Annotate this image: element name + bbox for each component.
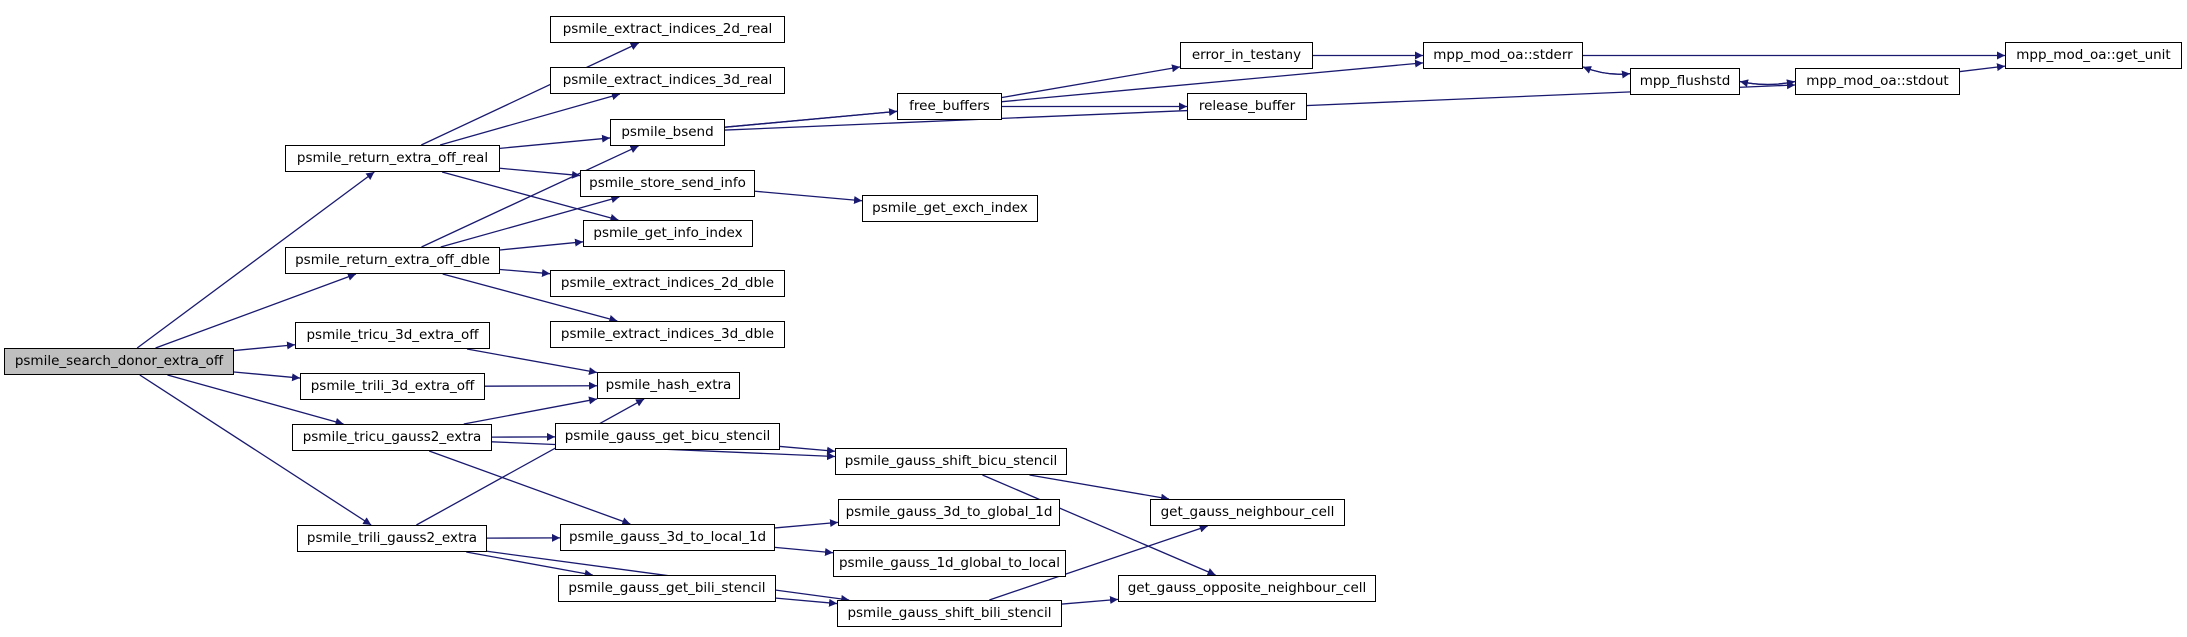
node-psmile-get-info-index[interactable]: psmile_get_info_index — [583, 220, 753, 247]
node-label: psmile_return_extra_off_real — [296, 149, 489, 166]
edge-shift_bili-to-opp_neigh — [1061, 596, 1119, 605]
node-psmile-gauss-shift-bili-stencil[interactable]: psmile_gauss_shift_bili_stencil — [837, 600, 1062, 627]
node-psmile-extract-indices-2d-real[interactable]: psmile_extract_indices_2d_real — [550, 16, 785, 43]
node-label: psmile_return_extra_off_dble — [295, 251, 490, 268]
node-label: psmile_extract_indices_3d_dble — [560, 325, 775, 342]
node-label: psmile_trili_gauss2_extra — [306, 529, 478, 546]
node-psmile-gauss-get-bicu-stencil[interactable]: psmile_gauss_get_bicu_stencil — [555, 423, 780, 450]
node-label: psmile_extract_indices_3d_real — [562, 71, 773, 88]
node-psmile-gauss-shift-bicu-stencil[interactable]: psmile_gauss_shift_bicu_stencil — [835, 448, 1067, 475]
edge-search_donor-to-return_dble — [155, 273, 357, 349]
node-label: psmile_extract_indices_2d_dble — [560, 274, 775, 291]
node-psmile-gauss-1d-global-to-local[interactable]: psmile_gauss_1d_global_to_local — [833, 550, 1066, 577]
node-label: mpp_flushstd — [1639, 72, 1731, 89]
node-psmile-trili-3d-extra-off[interactable]: psmile_trili_3d_extra_off — [300, 373, 485, 400]
node-label: psmile_gauss_get_bili_stencil — [568, 579, 766, 596]
edge-search_donor-to-return_real — [136, 171, 375, 349]
edge-stdout-to-flushstd — [1739, 79, 1796, 88]
edge-return_dble-to-ext2d_dble — [499, 268, 551, 277]
edge-g3d_local-to-g1d_local — [774, 546, 834, 557]
node-label: psmile_get_info_index — [593, 224, 743, 241]
node-label: psmile_gauss_shift_bili_stencil — [847, 604, 1052, 621]
edge-shift_bicu-to-opp_neigh — [982, 474, 1216, 576]
node-psmile-gauss-3d-to-global-1d[interactable]: psmile_gauss_3d_to_global_1d — [838, 499, 1060, 526]
edge-get_bili-to-shift_bili — [775, 597, 838, 607]
node-psmile-hash-extra[interactable]: psmile_hash_extra — [597, 372, 740, 399]
node-label: psmile_get_exch_index — [872, 199, 1028, 216]
node-psmile-return-extra-off-dble[interactable]: psmile_return_extra_off_dble — [285, 247, 500, 274]
edge-g3d_local-to-g3d_global — [774, 519, 839, 529]
node-psmile-tricu-3d-extra-off[interactable]: psmile_tricu_3d_extra_off — [295, 322, 490, 349]
edge-search_donor-to-tricu3d — [233, 341, 296, 352]
node-release-buffer[interactable]: release_buffer — [1187, 93, 1307, 120]
edge-shift_bicu-to-neigh — [1029, 474, 1170, 502]
node-mpp-mod-oa-stdout[interactable]: mpp_mod_oa::stdout — [1795, 68, 1960, 95]
edge-return_real-to-store_send — [499, 167, 581, 179]
node-label: psmile_tricu_3d_extra_off — [306, 326, 479, 343]
node-label: psmile_trili_3d_extra_off — [310, 377, 475, 394]
edge-return_dble-to-store_send — [440, 195, 620, 248]
node-label: psmile_gauss_3d_to_local_1d — [568, 528, 767, 545]
node-free-buffers[interactable]: free_buffers — [897, 93, 1002, 120]
edge-flushstd-to-stderr — [1582, 66, 1631, 75]
node-psmile-get-exch-index[interactable]: psmile_get_exch_index — [862, 195, 1038, 222]
edge-return_real-to-ext3d_real — [439, 92, 621, 146]
node-label: get_gauss_neighbour_cell — [1160, 503, 1335, 520]
node-mpp-flushstd[interactable]: mpp_flushstd — [1630, 68, 1740, 95]
edge-store_send-to-exch_idx — [754, 190, 863, 204]
node-psmile-extract-indices-3d-dble[interactable]: psmile_extract_indices_3d_dble — [550, 321, 785, 348]
node-label: release_buffer — [1198, 97, 1296, 114]
node-psmile-trili-gauss2-extra[interactable]: psmile_trili_gauss2_extra — [297, 525, 487, 552]
node-label: free_buffers — [909, 97, 990, 114]
edge-free_buf-to-err_test — [1001, 64, 1181, 99]
node-label: get_gauss_opposite_neighbour_cell — [1127, 579, 1367, 596]
edge-return_dble-to-bsend — [421, 145, 639, 248]
edge-trili_g2-to-get_bili — [466, 551, 593, 578]
node-error-in-testany[interactable]: error_in_testany — [1180, 42, 1313, 69]
node-label: psmile_search_donor_extra_off — [14, 352, 224, 369]
edge-stdout-to-get_unit — [1959, 63, 2006, 73]
node-psmile-gauss-3d-to-local-1d[interactable]: psmile_gauss_3d_to_local_1d — [560, 524, 775, 551]
node-psmile-search-donor-extra-off[interactable]: psmile_search_donor_extra_off — [4, 348, 234, 375]
node-psmile-store-send-info[interactable]: psmile_store_send_info — [580, 170, 755, 197]
edge-tricu3d-to-hash — [466, 348, 598, 376]
edge-search_donor-to-trili3d — [233, 371, 301, 382]
edge-tricu_g2-to-g3d_local — [428, 450, 631, 526]
node-psmile-extract-indices-3d-real[interactable]: psmile_extract_indices_3d_real — [550, 67, 785, 94]
node-psmile-tricu-gauss2-extra[interactable]: psmile_tricu_gauss2_extra — [292, 424, 492, 451]
node-mpp-mod-oa-get-unit[interactable]: mpp_mod_oa::get_unit — [2005, 42, 2182, 69]
edge-return_dble-to-get_info — [499, 238, 584, 251]
node-label: psmile_gauss_3d_to_global_1d — [845, 503, 1053, 520]
node-psmile-extract-indices-2d-dble[interactable]: psmile_extract_indices_2d_dble — [550, 270, 785, 297]
node-label: psmile_hash_extra — [605, 376, 732, 393]
edge-search_donor-to-trili_g2 — [139, 374, 372, 526]
edge-shift_bili-to-neigh — [989, 524, 1208, 601]
node-psmile-bsend[interactable]: psmile_bsend — [610, 119, 725, 146]
node-mpp-mod-oa-stderr[interactable]: mpp_mod_oa::stderr — [1423, 42, 1583, 69]
edge-search_donor-to-tricu_g2 — [167, 374, 344, 426]
node-label: psmile_store_send_info — [589, 174, 746, 191]
edge-return_real-to-bsend — [499, 134, 611, 149]
node-label: psmile_gauss_get_bicu_stencil — [564, 427, 771, 444]
node-label: psmile_extract_indices_2d_real — [562, 20, 773, 37]
node-label: mpp_mod_oa::get_unit — [2016, 46, 2171, 63]
node-get-gauss-opposite-neighbour-cell[interactable]: get_gauss_opposite_neighbour_cell — [1118, 575, 1376, 602]
node-psmile-return-extra-off-real[interactable]: psmile_return_extra_off_real — [285, 145, 500, 172]
node-psmile-gauss-get-bili-stencil[interactable]: psmile_gauss_get_bili_stencil — [558, 575, 776, 602]
edge-tricu_g2-to-hash — [463, 396, 598, 425]
node-label: error_in_testany — [1191, 46, 1302, 63]
node-get-gauss-neighbour-cell[interactable]: get_gauss_neighbour_cell — [1150, 499, 1345, 526]
edge-trili_g2-to-hash — [416, 398, 645, 526]
edge-get_bicu-to-shift_bicu — [779, 445, 836, 455]
node-label: psmile_tricu_gauss2_extra — [302, 428, 482, 445]
edge-return_real-to-ext2d_real — [421, 42, 639, 146]
edge-bsend-to-stderr — [724, 59, 1424, 128]
node-label: mpp_mod_oa::stdout — [1806, 72, 1949, 89]
node-label: mpp_mod_oa::stderr — [1433, 46, 1573, 63]
edge-return_dble-to-ext3d_dble — [442, 273, 618, 323]
node-label: psmile_gauss_shift_bicu_stencil — [844, 452, 1058, 469]
node-label: psmile_gauss_1d_global_to_local — [838, 554, 1061, 571]
node-label: psmile_bsend — [621, 123, 714, 140]
